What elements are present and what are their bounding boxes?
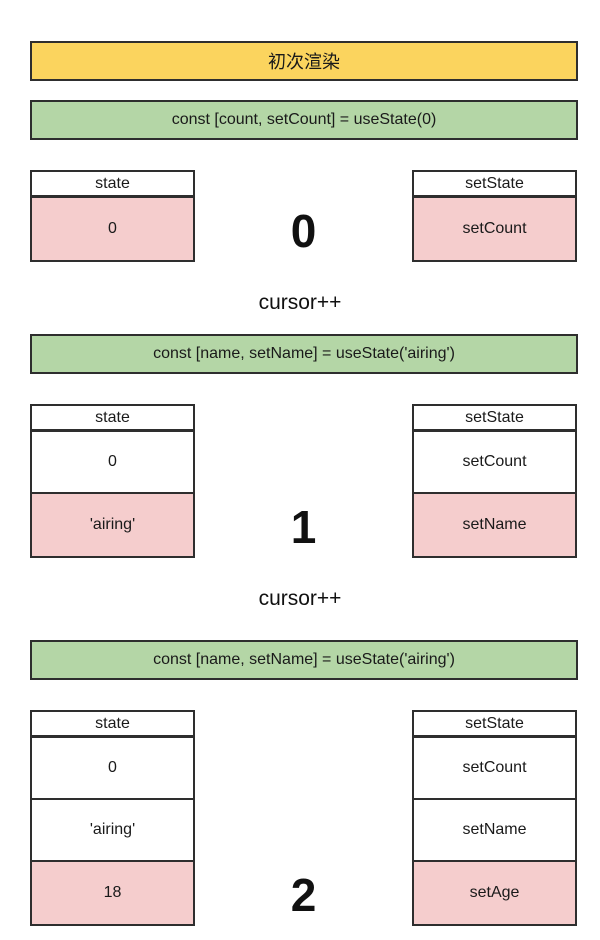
state-table-2: state 0 'airing' (30, 404, 195, 558)
state-cell: 'airing' (32, 800, 193, 862)
state-cell: 0 (32, 432, 193, 494)
cursor-value-2: 1 (290, 501, 317, 553)
cursor-increment-label-2: cursor++ (258, 587, 342, 610)
code-text-1: const [count, setCount] = useState(0) (171, 111, 437, 128)
cursor-value-3: 2 (290, 869, 317, 921)
setstate-cell: setName (414, 494, 575, 556)
setstate-cell: setCount (414, 198, 575, 260)
setstate-cell: setCount (414, 738, 575, 800)
render-row-3: state 0 'airing' 18 2 setState setCount … (30, 710, 577, 926)
state-table-1: state 0 (30, 170, 195, 262)
state-cell: 0 (32, 738, 193, 800)
setstate-table-1: setState setCount (412, 170, 577, 262)
setstate-cell: setCount (414, 432, 575, 494)
cursor-increment-label-1: cursor++ (258, 291, 342, 314)
setstate-table-header: setState (414, 712, 575, 738)
render-row-1: state 0 0 setState setCount (30, 170, 577, 262)
state-table-header: state (32, 172, 193, 198)
code-text-2: const [name, setName] = useState('airing… (153, 345, 455, 362)
state-cell: 0 (32, 198, 193, 260)
setstate-table-header: setState (414, 172, 575, 198)
code-banner-2: const [name, setName] = useState('airing… (30, 334, 578, 374)
state-cell: 'airing' (32, 494, 193, 556)
state-cell: 18 (32, 862, 193, 924)
setstate-table-3: setState setCount setName setAge (412, 710, 577, 926)
state-table-header: state (32, 712, 193, 738)
setstate-table-header: setState (414, 406, 575, 432)
state-table-header: state (32, 406, 193, 432)
initial-render-banner: 初次渲染 (30, 41, 578, 81)
initial-render-label: 初次渲染 (268, 52, 340, 72)
state-table-3: state 0 'airing' 18 (30, 710, 195, 926)
render-row-2: state 0 'airing' 1 setState setCount set… (30, 404, 577, 558)
cursor-column-3: 2 (195, 710, 412, 926)
code-text-3: const [name, setName] = useState('airing… (153, 651, 455, 668)
cursor-column-1: 0 (195, 170, 412, 262)
cursor-column-2: 1 (195, 404, 412, 558)
code-banner-1: const [count, setCount] = useState(0) (30, 100, 578, 140)
setstate-cell: setName (414, 800, 575, 862)
setstate-cell: setAge (414, 862, 575, 924)
setstate-table-2: setState setCount setName (412, 404, 577, 558)
code-banner-3: const [name, setName] = useState('airing… (30, 640, 578, 680)
cursor-value-1: 0 (290, 205, 317, 257)
